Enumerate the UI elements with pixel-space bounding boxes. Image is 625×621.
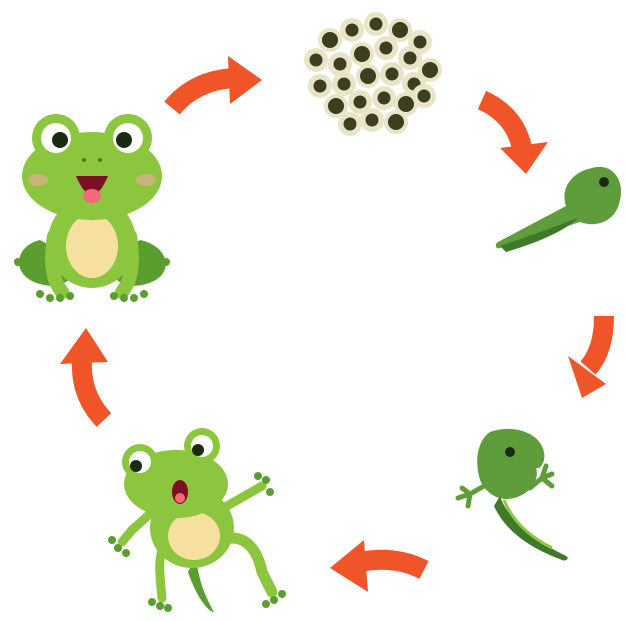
egg: [332, 72, 356, 96]
egg: [360, 108, 384, 132]
egg: [356, 64, 380, 88]
cycle-arrow-adult-to-eggs: [172, 56, 262, 108]
cycle-arrow-legs-to-froglet: [330, 540, 424, 592]
egg: [328, 52, 352, 76]
egg: [398, 46, 422, 70]
frog-eggs-icon: [304, 12, 442, 136]
froglet-icon: [108, 428, 286, 612]
egg: [350, 42, 374, 66]
egg: [364, 12, 388, 36]
cycle-arrow-froglet-to-adult: [60, 328, 108, 420]
tadpole-icon: [496, 167, 621, 252]
egg: [380, 62, 404, 86]
egg: [304, 48, 328, 72]
egg: [338, 112, 362, 136]
egg: [318, 28, 342, 52]
egg: [412, 84, 436, 108]
adult-frog-icon: [14, 114, 170, 302]
cycle-arrow-tadpole-to-legs: [568, 316, 606, 398]
egg: [374, 36, 398, 60]
egg: [308, 74, 332, 98]
egg: [340, 18, 364, 42]
egg: [384, 110, 408, 134]
tadpole-with-legs-icon: [458, 429, 568, 561]
cycle-arrow-eggs-to-tadpole: [482, 100, 548, 174]
egg: [372, 86, 396, 110]
